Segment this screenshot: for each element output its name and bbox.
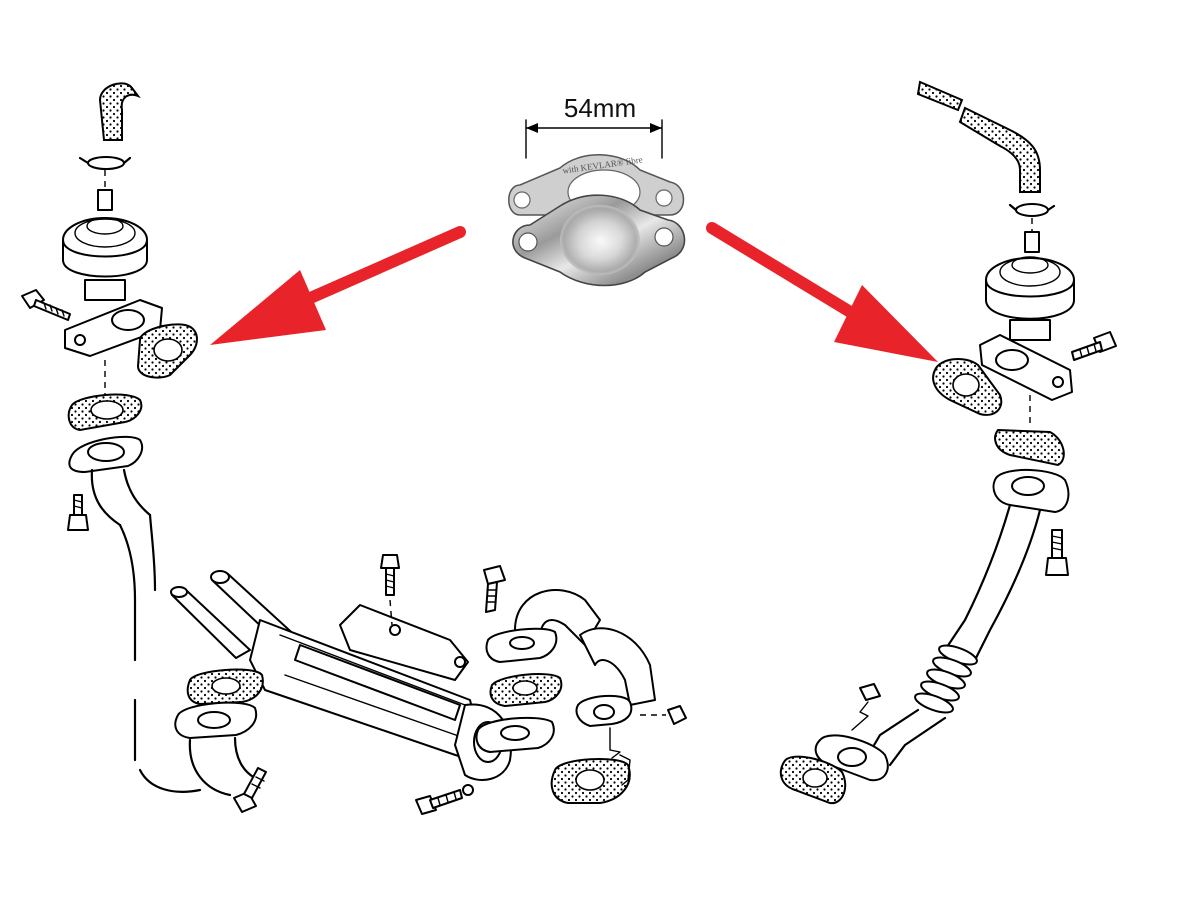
right-egr-pipe [943,503,1012,652]
plate-bolt-hole-left [518,232,538,252]
left-flange-port [111,309,145,331]
dimension-indicator: 54mm [525,93,663,159]
right-lower-gasket [994,428,1065,467]
plate-bolt-hole-right [654,227,674,247]
arrow-right-icon [706,222,938,362]
cooler-left-bolt [233,767,267,813]
right-vacuum-hose-upper [916,80,964,112]
right-valve-stem [1024,231,1040,253]
cooler-outlet-hose [579,627,656,706]
right-flex-bellows [914,644,978,714]
right-pipe-bolt [1045,529,1069,576]
right-vacuum-hose [958,106,1041,193]
left-flange-bolt [21,289,71,321]
gasket-bolt-hole-left [513,191,531,209]
left-pipe-bolt [67,494,89,531]
cooler-bottom-bolt [415,789,463,815]
left-egr-valve-assembly [21,82,202,793]
right-flange-port [995,349,1029,371]
right-egr-valve-assembly [779,80,1117,805]
cooler-top-bolt-1 [380,554,400,596]
left-hose-clamp [87,156,125,170]
dimension-arrow-left-icon [526,123,538,133]
cooler-nut [667,705,687,725]
gasket-bolt-hole-right [655,189,673,207]
blanking-plate-product: with KEVLAR® fibre [508,154,686,287]
plate-center-shine [560,205,640,275]
cooler-top-bolt-2 [483,565,506,613]
dimension-label: 54mm [564,93,636,123]
right-flange-nut [859,683,881,701]
right-valve-body [985,279,1075,320]
left-valve-body [62,239,148,278]
left-egr-pipe [90,468,122,527]
left-valve-stem [97,189,113,211]
left-vacuum-hose [98,82,141,141]
egr-cooler-assembly [170,554,687,815]
right-flange-bolt [1071,331,1117,361]
arrow-left-icon [210,226,466,345]
right-hose-clamp [1015,203,1049,217]
cooler-mount-bracket [339,604,469,681]
dimension-arrow-right-icon [650,123,662,133]
